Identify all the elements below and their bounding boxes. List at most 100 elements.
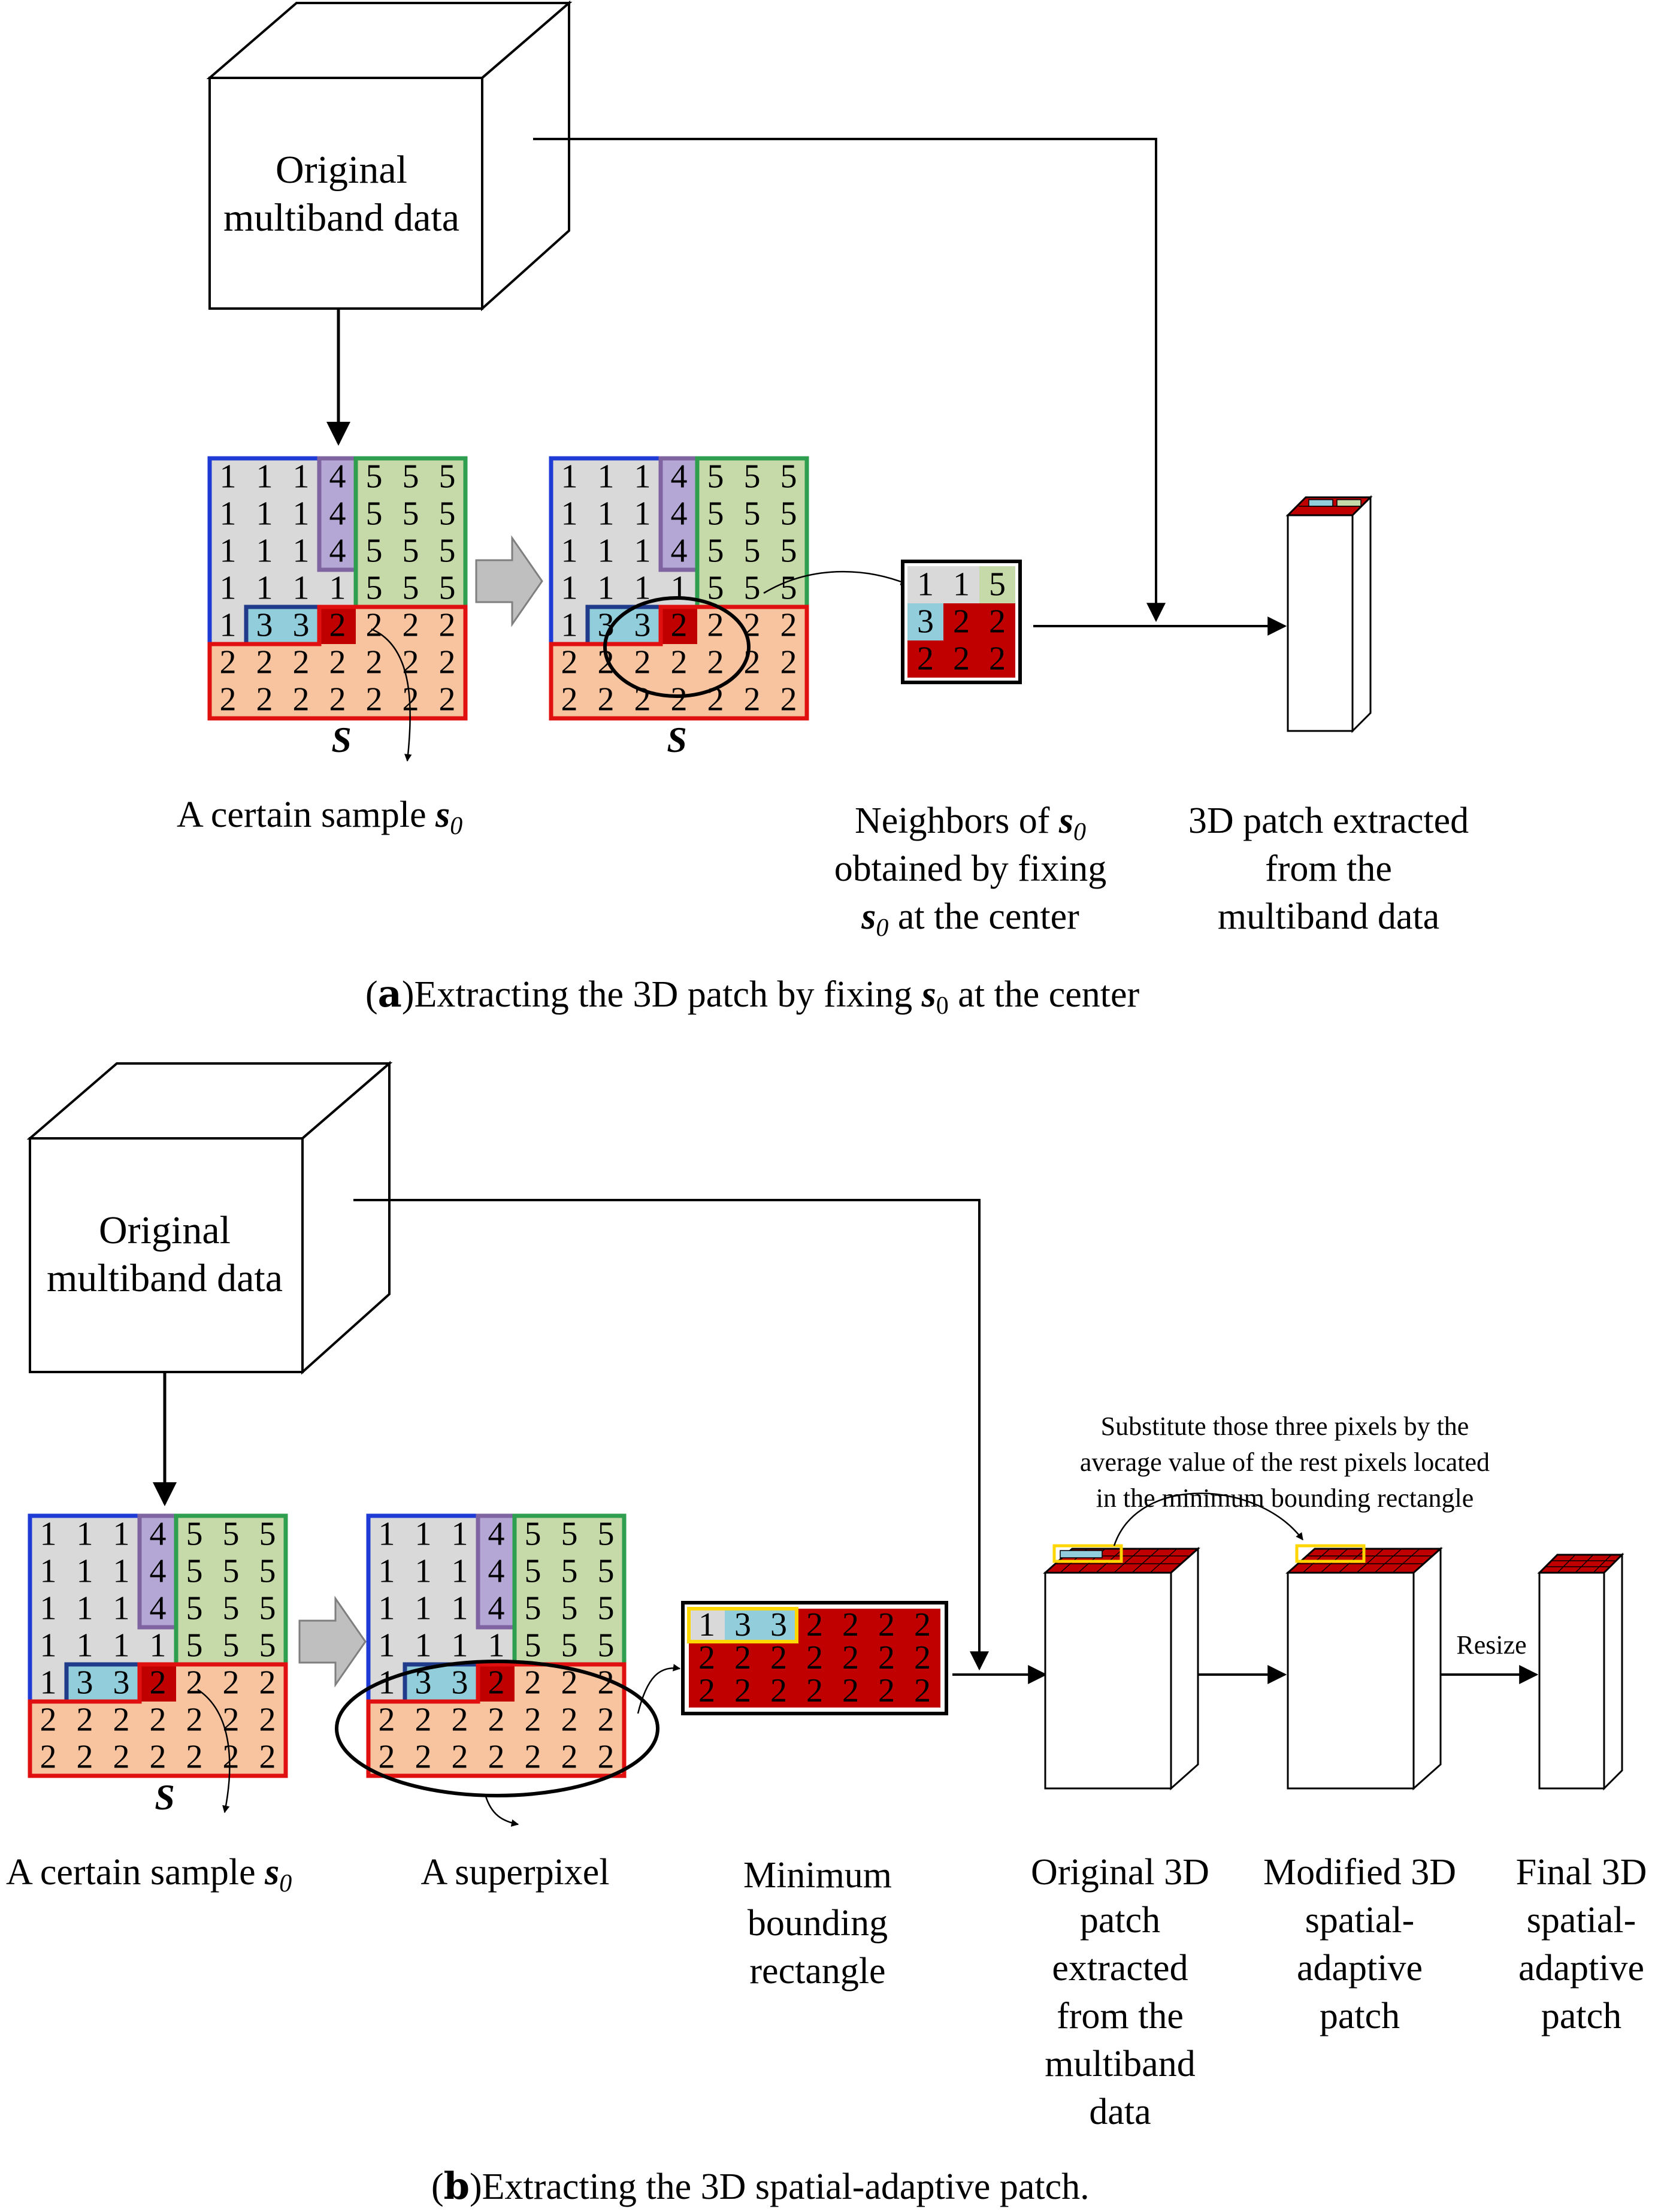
grid-b1-cell — [249, 1664, 286, 1702]
grid-b2-cell — [551, 1627, 588, 1664]
grid-a2-cell-label: 5 — [707, 532, 724, 569]
final-label-line2: spatial- — [1527, 1900, 1636, 1941]
mbr-cell — [833, 1675, 869, 1708]
s-label-b1: S — [155, 1778, 174, 1817]
mbr-cell-label: 2 — [698, 1639, 715, 1676]
grid-b2-cell — [405, 1553, 441, 1590]
grid-a1-cell — [246, 644, 283, 681]
grid-a2-region-2 — [549, 605, 809, 721]
grid-b2-cell-label: 2 — [379, 1701, 395, 1738]
grid-a2-cell — [551, 681, 588, 718]
grid-a1-cell — [356, 644, 392, 681]
grid-b2-cell — [551, 1702, 588, 1739]
grid-b2-cell — [368, 1627, 405, 1664]
grid-b2-cell-label: 2 — [452, 1738, 468, 1775]
grid-a1-cell — [429, 681, 465, 718]
grid-b1-cell — [103, 1553, 140, 1590]
grid-b1-cell-label: 2 — [77, 1701, 93, 1738]
neighbors-cell-label: 2 — [953, 603, 970, 640]
grid-a1-cell-label: 3 — [256, 606, 273, 643]
mbr-cell-label: 2 — [914, 1672, 931, 1709]
orig-label-line6: data — [1089, 2092, 1151, 2132]
neighbors-label-line2: obtained by fixing — [834, 848, 1107, 889]
mbr-cell — [869, 1609, 904, 1642]
grid-b1-cell-label: 5 — [186, 1590, 203, 1627]
grid-a1-cell-label: 2 — [329, 606, 346, 643]
grid-b2-cell — [368, 1702, 405, 1739]
grid-a2-cell — [734, 458, 770, 495]
grid-b1-cell-label: 2 — [259, 1664, 276, 1701]
grid-b2-cell — [588, 1702, 624, 1739]
grid-a1-cell-label: 5 — [366, 495, 383, 532]
mbr-cell-label: 3 — [734, 1606, 751, 1643]
grid-a2-cell — [770, 681, 807, 718]
grid-a1-cell — [319, 458, 356, 495]
neighbors-cell — [943, 566, 979, 603]
grid-b2-cell — [405, 1702, 441, 1739]
grid-a2-cell-label: 1 — [598, 569, 615, 606]
neighbors-label-line3: s0 at the center — [861, 896, 1079, 942]
resize-label: Resize — [1456, 1630, 1526, 1660]
mbr-cell-label: 2 — [842, 1606, 859, 1643]
grid-a2-cell-label: 1 — [561, 495, 578, 532]
grid-a2-cell-label: 2 — [744, 681, 761, 718]
grid-b2-cell-label: 2 — [525, 1664, 541, 1701]
grid-b1-cell-label: 1 — [113, 1515, 130, 1552]
grid-b1-cell-label: 5 — [186, 1552, 203, 1590]
grid-b2-cell-label: 1 — [379, 1515, 395, 1552]
grid-b2-cell-label: 2 — [561, 1738, 578, 1775]
grid-a1-cell — [392, 495, 429, 533]
grid-b1-cell — [213, 1702, 249, 1739]
grid-a2-cell — [551, 570, 588, 607]
grid-a1-cell — [392, 570, 429, 607]
grid-a1-cell-label: 1 — [220, 606, 237, 643]
grid-b2-cell — [588, 1627, 624, 1664]
grid-b1-cell — [176, 1664, 213, 1702]
grid-b2-cell-label: 2 — [598, 1738, 615, 1775]
grid-a1-cell — [210, 607, 246, 644]
grid-b2-cell-label: 5 — [598, 1627, 615, 1664]
grid-b2-cell-label: 5 — [525, 1627, 541, 1664]
neighborhood-circle-a — [603, 596, 751, 698]
grid-a2-cell-label: 2 — [598, 681, 615, 718]
grid-b2-cell — [441, 1590, 478, 1627]
mod-label-line4: patch — [1320, 1996, 1400, 2036]
orig-label-line2: patch — [1080, 1900, 1160, 1941]
mbr-cell-label: 2 — [842, 1639, 859, 1676]
grid-a2-cell — [661, 495, 697, 533]
grid-a2-cell — [551, 495, 588, 533]
grid-b1-cell-label: 2 — [259, 1738, 276, 1775]
grid-b1-cell-label: 2 — [186, 1664, 203, 1701]
grid-b2-cell-label: 5 — [598, 1515, 615, 1552]
mbr-cell — [904, 1609, 940, 1642]
grid-b1-cell — [140, 1590, 176, 1627]
grid-b1-cell-label: 5 — [186, 1627, 203, 1664]
patch-3d-a — [1285, 495, 1373, 733]
grid-b1-cell-label: 5 — [186, 1515, 203, 1552]
grid-a1-cell — [283, 458, 319, 495]
mbr-cell — [904, 1675, 940, 1708]
grid-a2-cell — [624, 681, 661, 718]
grid-b1-cell — [140, 1702, 176, 1739]
grid-a1-cell — [319, 570, 356, 607]
grid-b1-cell — [176, 1627, 213, 1664]
grid-b2-cell — [478, 1553, 515, 1590]
grid-b2-cell-label: 5 — [525, 1590, 541, 1627]
grid-a2-cell — [770, 644, 807, 681]
grid-a2-cell-label: 5 — [744, 458, 761, 495]
neighbors-cell-label: 1 — [953, 566, 970, 603]
grid-b1-cell-label: 2 — [186, 1738, 203, 1775]
grid-b1-cell — [30, 1627, 66, 1664]
grid-a1-cell-label: 4 — [329, 458, 346, 495]
grid-b2-cell — [441, 1553, 478, 1590]
grid-a2-cell — [661, 681, 697, 718]
grid-b1-cell — [249, 1739, 286, 1776]
block-arrow-a — [475, 535, 543, 627]
grid-b1-cell — [103, 1702, 140, 1739]
grid-b1-cell — [30, 1664, 66, 1702]
grid-b1-cell — [103, 1664, 140, 1702]
mbr-cell — [797, 1675, 833, 1708]
mbr-cell — [689, 1642, 725, 1675]
grid-a1-cell — [429, 570, 465, 607]
